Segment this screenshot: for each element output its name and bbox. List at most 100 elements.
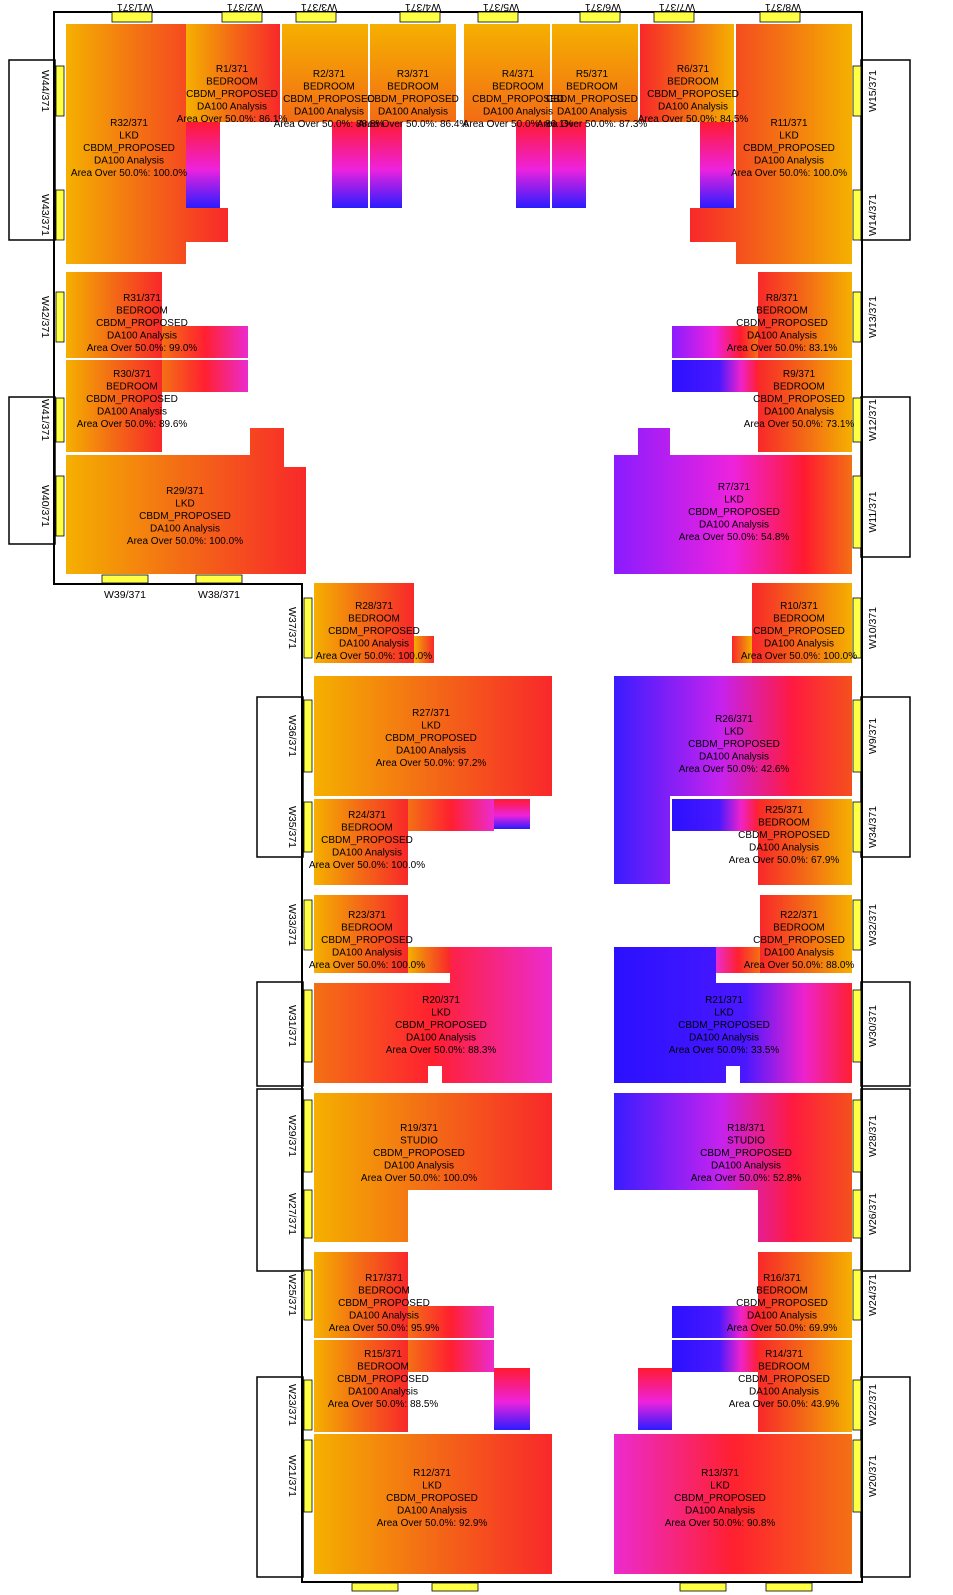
room-label-type: LKD xyxy=(724,495,743,506)
room-label-result: Area Over 50.0%: 67.9% xyxy=(729,855,840,866)
room-fill-r27 xyxy=(314,676,552,796)
room-label-type: BEDROOM xyxy=(756,306,808,317)
window-w25 xyxy=(303,1269,313,1321)
window-w5 xyxy=(477,11,519,23)
room-label-result: Area Over 50.0%: 88.0% xyxy=(744,960,855,971)
room-label-model: CBDM_PROPOSED xyxy=(283,94,375,105)
room-label-result: Area Over 50.0%: 100.0% xyxy=(316,651,432,662)
room-label-type: STUDIO xyxy=(400,1136,438,1147)
room-fill-r9 xyxy=(758,360,852,452)
room-label-result: Area Over 50.0%: 100.0% xyxy=(361,1173,477,1184)
room-label-id: R2/371 xyxy=(313,69,346,80)
window-w38 xyxy=(195,574,243,584)
window-markers xyxy=(55,11,862,1592)
room-label-id: R22/371 xyxy=(780,910,818,921)
room-label-analysis: DA100 Analysis xyxy=(97,407,167,418)
room-label-model: CBDM_PROPOSED xyxy=(738,830,830,841)
window-w12 xyxy=(852,397,862,443)
room-fill-r28 xyxy=(314,583,414,663)
room-label-result: Area Over 50.0%: 52.8% xyxy=(691,1173,802,1184)
room-label-type: BEDROOM xyxy=(116,306,168,317)
window-w14 xyxy=(852,189,862,241)
window-labels: W1/371 W2/371 W3/371 W4/371 W5/371 W6/37… xyxy=(39,1,879,1497)
room-fill-r29 xyxy=(66,428,306,574)
window-label-w37: W37/371 xyxy=(286,607,298,649)
room-label-model: CBDM_PROPOSED xyxy=(337,1374,429,1385)
room-label-model: CBDM_PROPOSED xyxy=(328,626,420,637)
room-label-result: Area Over 50.0%: 43.9% xyxy=(729,1399,840,1410)
window-label-w20: W20/371 xyxy=(867,1455,879,1497)
window-label-w15: W15/371 xyxy=(867,70,879,112)
room-label-analysis: DA100 Analysis xyxy=(348,1387,418,1398)
room-label-type: LKD xyxy=(710,1481,729,1492)
room-fill-r11 xyxy=(690,24,852,264)
window-w3 xyxy=(295,11,337,23)
room-fill-r30 xyxy=(66,360,162,452)
window-w23 xyxy=(303,1379,313,1431)
window-label-w9: W9/371 xyxy=(867,718,879,754)
window-w34 xyxy=(852,801,862,853)
room-fill-r17 xyxy=(314,1252,408,1338)
room-fill-r4-deep xyxy=(516,122,550,208)
room-fill-r24-deep xyxy=(494,799,530,829)
room-label-analysis: DA100 Analysis xyxy=(294,107,364,118)
room-label-model: CBDM_PROPOSED xyxy=(321,935,413,946)
window-label-w33: W33/371 xyxy=(286,904,298,946)
room-fill-r25 xyxy=(758,799,852,885)
room-fill-r28-ext xyxy=(414,636,434,663)
window-label-w10: W10/371 xyxy=(867,607,879,649)
room-label-analysis: DA100 Analysis xyxy=(397,1506,467,1517)
window-label-w43: W43/371 xyxy=(39,194,51,236)
room-label-model: CBDM_PROPOSED xyxy=(186,89,278,100)
window-bottom-1 xyxy=(351,1582,399,1592)
window-w22 xyxy=(852,1379,862,1431)
window-label-w35: W35/371 xyxy=(286,806,298,848)
window-w8 xyxy=(759,11,801,23)
window-w39 xyxy=(101,574,149,584)
window-w24 xyxy=(852,1269,862,1321)
room-label-id: R23/371 xyxy=(348,910,386,921)
room-label-type: LKD xyxy=(779,131,798,142)
room-label-type: BEDROOM xyxy=(667,77,719,88)
window-label-w31: W31/371 xyxy=(286,1005,298,1047)
room-heatmaps xyxy=(66,24,852,1574)
room-label-type: BEDROOM xyxy=(341,923,393,934)
room-label-model: CBDM_PROPOSED xyxy=(738,1374,830,1385)
room-label-type: STUDIO xyxy=(727,1136,765,1147)
window-label-w44: W44/371 xyxy=(39,70,51,112)
room-label-analysis: DA100 Analysis xyxy=(557,107,627,118)
room-label-model: CBDM_PROPOSED xyxy=(546,94,638,105)
room-label-model: CBDM_PROPOSED xyxy=(753,394,845,405)
room-label-result: Area Over 50.0%: 83.1% xyxy=(727,343,838,354)
room-label-result: Area Over 50.0%: 73.1% xyxy=(744,419,855,430)
room-label-id: R19/371 xyxy=(400,1123,438,1134)
room-label-analysis: DA100 Analysis xyxy=(711,1161,781,1172)
room-label-model: CBDM_PROPOSED xyxy=(321,835,413,846)
room-fill-r24-ext xyxy=(408,799,494,831)
room-fill-r10-ext xyxy=(732,636,752,663)
window-w15 xyxy=(852,65,862,117)
room-fill-r16 xyxy=(758,1252,852,1338)
room-label-analysis: DA100 Analysis xyxy=(699,752,769,763)
room-label-result: Area Over 50.0%: 92.9% xyxy=(377,1518,488,1529)
room-label-model: CBDM_PROPOSED xyxy=(385,733,477,744)
room-label-type: BEDROOM xyxy=(492,82,544,93)
room-label-id: R6/371 xyxy=(677,64,710,75)
room-label-type: BEDROOM xyxy=(348,614,400,625)
